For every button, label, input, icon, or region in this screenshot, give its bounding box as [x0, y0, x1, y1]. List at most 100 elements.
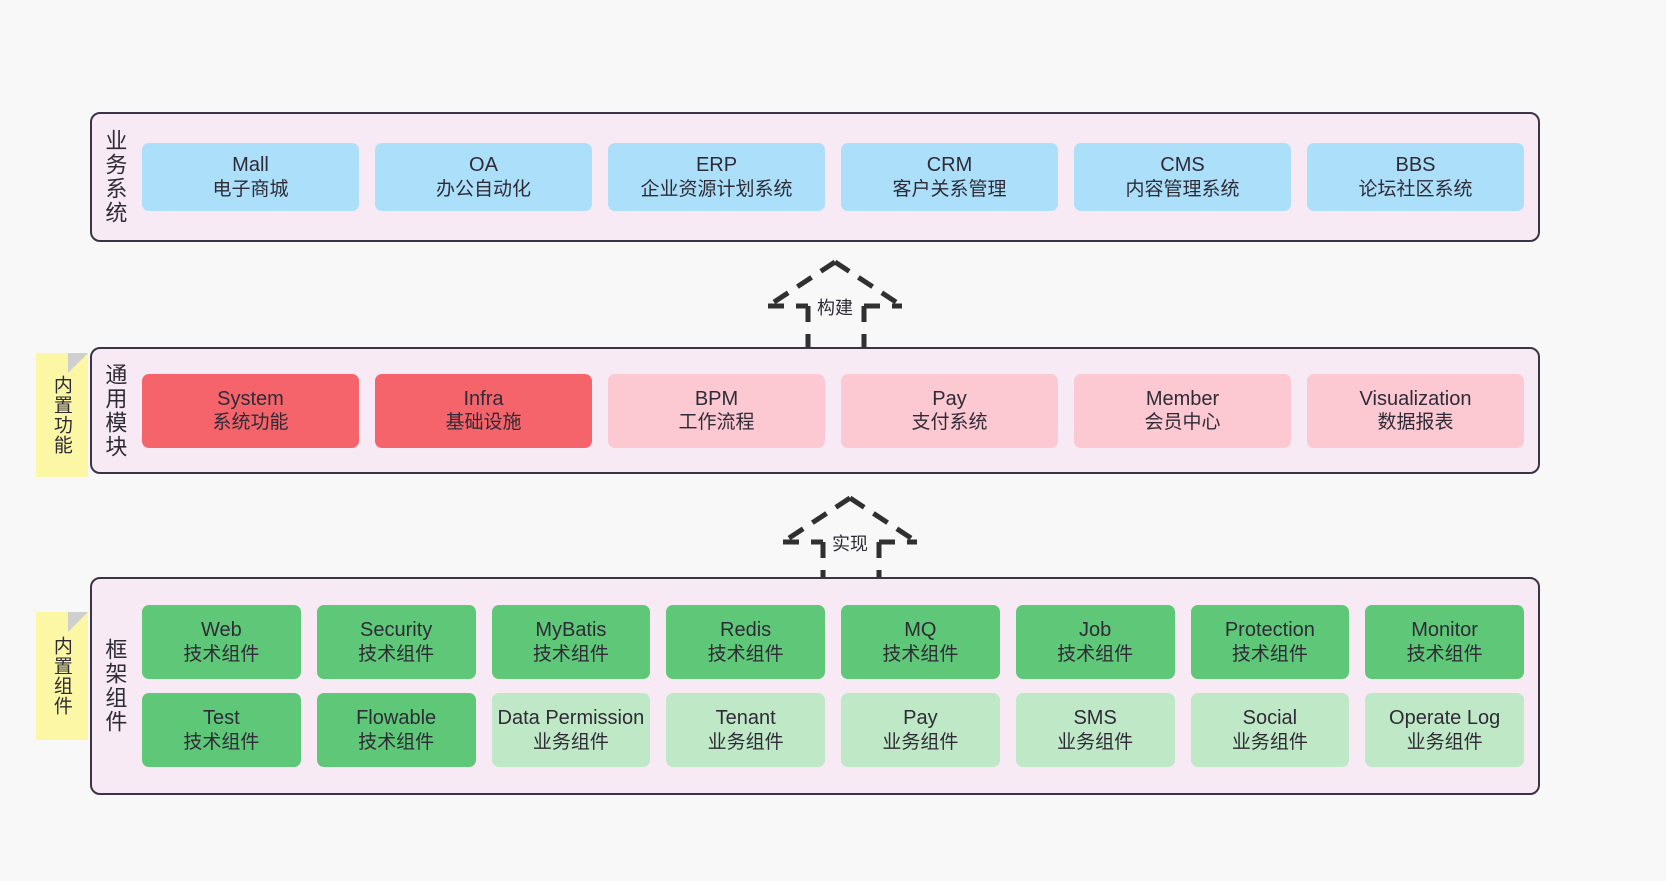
- card-subtitle: 业务组件: [532, 731, 609, 753]
- sticky-note-label: 内置组件: [50, 636, 72, 716]
- card-title: Infra: [463, 387, 504, 410]
- card-crm[interactable]: CRM 客户关系管理: [841, 143, 1058, 211]
- card-sms[interactable]: SMS 业务组件: [1015, 693, 1175, 767]
- card-title: CRM: [926, 154, 973, 177]
- card-bpm[interactable]: BPM 工作流程: [608, 373, 825, 448]
- card-pay[interactable]: Pay 支付系统: [841, 373, 1058, 448]
- card-title: Operate Log: [1389, 707, 1501, 730]
- card-title: Tenant: [715, 707, 776, 730]
- card-monitor[interactable]: Monitor 技术组件: [1365, 605, 1524, 679]
- card-subtitle: 技术组件: [532, 643, 609, 665]
- card-title: ERP: [695, 154, 738, 177]
- card-visualization[interactable]: Visualization 数据报表: [1307, 373, 1524, 448]
- card-social[interactable]: Social 业务组件: [1190, 693, 1350, 767]
- layer-row: System 系统功能 Infra 基础设施 BPM 工作流程 Pay 支付系统…: [142, 373, 1524, 448]
- card-title: Web: [200, 619, 242, 642]
- layer-title-common: 通用模块: [102, 362, 128, 459]
- card-subtitle: 技术组件: [1231, 643, 1308, 665]
- card-subtitle: 业务组件: [707, 731, 784, 753]
- card-title: Job: [1079, 619, 1112, 642]
- card-mq[interactable]: MQ 技术组件: [841, 605, 1000, 679]
- card-title: CMS: [1160, 154, 1205, 177]
- card-title: SMS: [1073, 707, 1117, 730]
- card-subtitle: 论坛社区系统: [1358, 178, 1473, 200]
- card-title: Redis: [720, 619, 772, 642]
- card-subtitle: 会员中心: [1144, 412, 1221, 434]
- layer-business-systems: 业务系统 Mall 电子商城 OA 办公自动化 ERP 企业资源计划系统 CRM…: [90, 112, 1540, 242]
- card-title: Mall: [232, 154, 269, 177]
- card-tenant[interactable]: Tenant 业务组件: [666, 693, 825, 767]
- card-title: BPM: [694, 387, 739, 410]
- card-protection[interactable]: Protection 技术组件: [1190, 605, 1350, 679]
- sticky-note-builtin-functions: 内置功能: [36, 353, 88, 477]
- card-title: Protection: [1224, 619, 1315, 642]
- card-system[interactable]: System 系统功能: [142, 373, 359, 448]
- build-arrow-label: 构建: [817, 298, 853, 318]
- card-security[interactable]: Security 技术组件: [316, 605, 476, 679]
- card-subtitle: 技术组件: [183, 643, 260, 665]
- layer-body-business: Mall 电子商城 OA 办公自动化 ERP 企业资源计划系统 CRM 客户关系…: [136, 114, 1538, 240]
- card-member[interactable]: Member 会员中心: [1074, 373, 1291, 448]
- sticky-note-builtin-components: 内置组件: [36, 612, 88, 740]
- card-title: System: [217, 387, 284, 410]
- card-subtitle: 业务组件: [1057, 731, 1134, 753]
- card-title: Pay: [903, 707, 938, 730]
- card-flowable[interactable]: Flowable 技术组件: [316, 693, 476, 767]
- card-subtitle: 技术组件: [882, 643, 959, 665]
- card-test[interactable]: Test 技术组件: [142, 693, 301, 767]
- card-infra[interactable]: Infra 基础设施: [375, 373, 592, 448]
- card-redis[interactable]: Redis 技术组件: [666, 605, 825, 679]
- card-erp[interactable]: ERP 企业资源计划系统: [608, 143, 825, 211]
- card-subtitle: 技术组件: [1057, 643, 1134, 665]
- card-mybatis[interactable]: MyBatis 技术组件: [491, 605, 651, 679]
- card-subtitle: 技术组件: [358, 643, 435, 665]
- card-cms[interactable]: CMS 内容管理系统: [1074, 143, 1291, 211]
- card-data-permission[interactable]: Data Permission 业务组件: [491, 693, 651, 767]
- layer-row: Mall 电子商城 OA 办公自动化 ERP 企业资源计划系统 CRM 客户关系…: [142, 143, 1524, 211]
- card-subtitle: 技术组件: [707, 643, 784, 665]
- card-web[interactable]: Web 技术组件: [142, 605, 301, 679]
- card-title: Flowable: [356, 707, 437, 730]
- card-subtitle: 技术组件: [358, 731, 435, 753]
- layer-common-modules: 通用模块 System 系统功能 Infra 基础设施 BPM 工作流程 Pay…: [90, 347, 1540, 474]
- card-title: Security: [360, 619, 433, 642]
- card-mall[interactable]: Mall 电子商城: [142, 143, 359, 211]
- card-oa[interactable]: OA 办公自动化: [375, 143, 592, 211]
- card-title: Member: [1145, 387, 1220, 410]
- card-subtitle: 工作流程: [678, 412, 755, 434]
- card-bbs[interactable]: BBS 论坛社区系统: [1307, 143, 1524, 211]
- card-title: Pay: [932, 387, 967, 410]
- card-subtitle: 电子商城: [212, 178, 289, 200]
- layer-row: Web 技术组件 Security 技术组件 MyBatis 技术组件 Redi…: [142, 605, 1524, 679]
- card-title: Data Permission: [497, 707, 645, 730]
- card-subtitle: 内容管理系统: [1125, 178, 1240, 200]
- layer-title-business: 业务系统: [102, 129, 128, 225]
- card-subtitle: 数据报表: [1377, 412, 1454, 434]
- card-title: BBS: [1395, 154, 1436, 177]
- card-subtitle: 客户关系管理: [892, 178, 1007, 200]
- layer-body-framework: Web 技术组件 Security 技术组件 MyBatis 技术组件 Redi…: [136, 579, 1538, 793]
- card-title: OA: [469, 154, 498, 177]
- card-subtitle: 业务组件: [1406, 731, 1483, 753]
- card-title: Visualization: [1359, 387, 1472, 410]
- card-pay-component[interactable]: Pay 业务组件: [841, 693, 1000, 767]
- layer-title-framework: 框架组件: [102, 638, 128, 734]
- card-subtitle: 办公自动化: [435, 178, 531, 200]
- card-operate-log[interactable]: Operate Log 业务组件: [1365, 693, 1524, 767]
- card-title: Monitor: [1411, 619, 1478, 642]
- card-subtitle: 技术组件: [1406, 643, 1483, 665]
- sticky-note-label: 内置功能: [50, 375, 72, 455]
- card-job[interactable]: Job 技术组件: [1015, 605, 1175, 679]
- card-subtitle: 技术组件: [183, 731, 260, 753]
- card-subtitle: 支付系统: [911, 412, 988, 434]
- card-subtitle: 系统功能: [212, 412, 289, 434]
- card-title: MyBatis: [535, 619, 607, 642]
- layer-framework-components: 框架组件 Web 技术组件 Security 技术组件 MyBatis 技术组件…: [90, 577, 1540, 795]
- card-title: MQ: [904, 619, 937, 642]
- card-title: Test: [203, 707, 240, 730]
- card-subtitle: 业务组件: [882, 731, 959, 753]
- card-title: Social: [1242, 707, 1298, 730]
- card-subtitle: 企业资源计划系统: [640, 178, 793, 200]
- build-arrow: 构建: [760, 258, 910, 358]
